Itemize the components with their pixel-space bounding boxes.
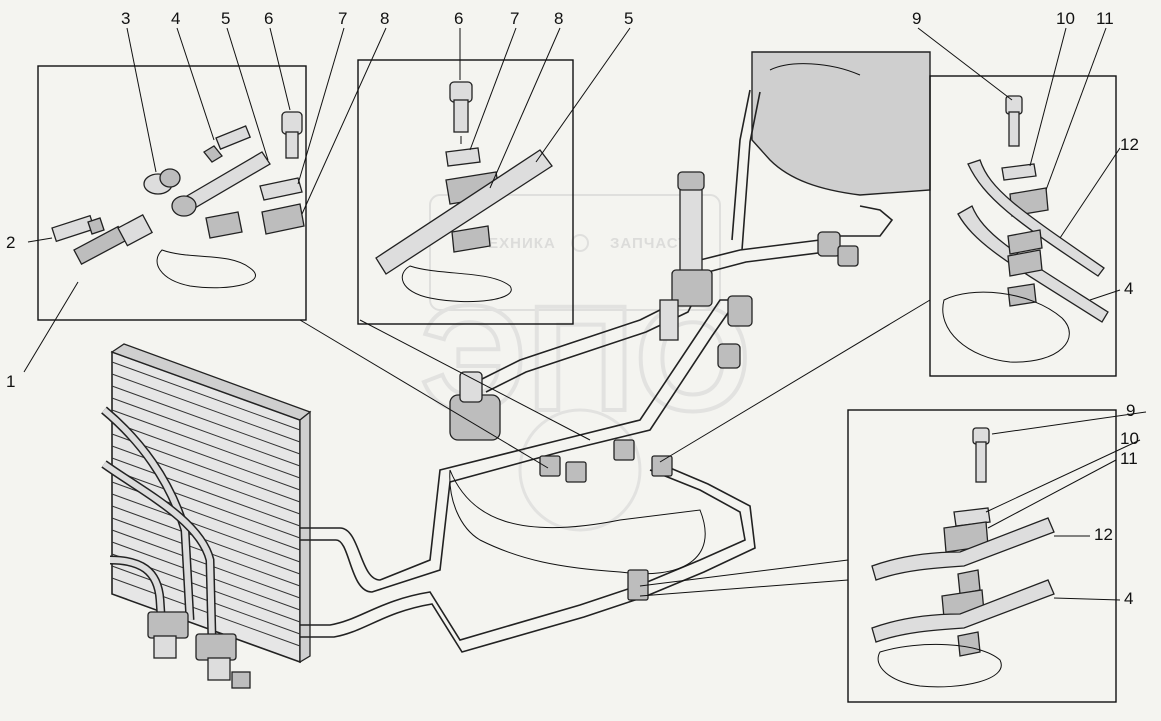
radiator-fittings	[147, 611, 251, 689]
detail-box-double-clamp-top	[929, 75, 1117, 377]
bolt-part-4	[203, 125, 252, 163]
pipe-part-5-b	[375, 149, 553, 275]
pipe-part-12	[967, 159, 1105, 277]
pipe-part-4	[957, 205, 1109, 323]
callout-1: 1	[6, 372, 15, 391]
callout-labels: 2 1 3 4 5 6 7 8 6 7 8 5 9 10 11 12 4 9 1…	[6, 9, 1139, 608]
callout-2: 2	[6, 233, 15, 252]
callout-3: 3	[121, 9, 130, 28]
callout-5-b: 5	[624, 9, 633, 28]
lower-clamp-b	[451, 225, 491, 253]
callout-11: 11	[1096, 9, 1114, 28]
oil-cooler-radiator	[101, 343, 312, 689]
callout-9: 9	[912, 9, 921, 28]
nut-part-3	[143, 168, 181, 195]
bolt-part-2	[51, 214, 105, 243]
callout-10: 10	[1056, 9, 1075, 28]
clamp-mid-c	[1007, 229, 1043, 255]
gear-icon	[571, 234, 589, 252]
bolt-part-9-b	[972, 427, 990, 483]
plate-part-7	[259, 177, 303, 201]
detail-box-fasteners	[37, 65, 307, 321]
pipe-part-12-b	[871, 517, 1055, 581]
plate-part-10-b	[953, 507, 991, 527]
clamp-part-8	[205, 203, 305, 239]
callout-6-b: 6	[454, 9, 463, 28]
detail-box-pipe-clamp	[357, 59, 574, 325]
callout-5: 5	[221, 9, 230, 28]
callout-8-b: 8	[554, 9, 563, 28]
hydraulic-tank	[751, 51, 931, 196]
watermark-text-right: ЗАПЧАСТИ	[610, 235, 700, 252]
callout-7-b: 7	[510, 9, 519, 28]
plate-part-7-b	[445, 147, 481, 167]
callout-4: 4	[171, 9, 180, 28]
callout-4-c: 4	[1124, 279, 1133, 298]
callout-6: 6	[264, 9, 273, 28]
bolt-part-6-b	[449, 81, 473, 144]
callout-11-b: 11	[1120, 449, 1138, 468]
bolt-part-9	[1005, 95, 1023, 147]
watermark-text-left: ТЕХНИКА	[478, 235, 556, 252]
callout-7: 7	[338, 9, 347, 28]
callout-8: 8	[380, 9, 389, 28]
fitting-part-1	[73, 213, 153, 266]
leader-lines	[23, 27, 1147, 601]
distributor-valve	[449, 231, 859, 441]
hose-part-5	[171, 151, 271, 217]
callout-12: 12	[1120, 135, 1139, 154]
filter-cylinder	[659, 171, 713, 341]
callout-12-b: 12	[1094, 525, 1113, 544]
pipe-part-4-b	[871, 579, 1055, 643]
pipe-clamps	[539, 439, 673, 601]
callout-9-b: 9	[1126, 401, 1135, 420]
bolt-part-6	[281, 111, 303, 159]
detail-box-double-clamp-bottom	[847, 409, 1117, 703]
callout-10-b: 10	[1120, 429, 1139, 448]
callout-4-d: 4	[1124, 589, 1133, 608]
plate-part-10	[1001, 163, 1037, 181]
